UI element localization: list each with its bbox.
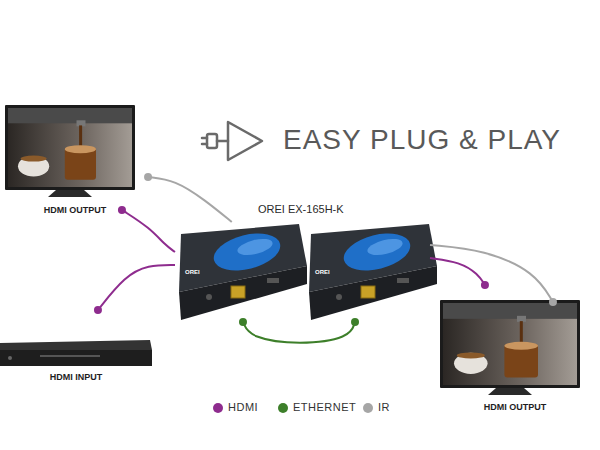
coffee-foam (65, 145, 96, 153)
cable-connector (148, 177, 232, 222)
cup-coffee (457, 352, 485, 358)
cable-end-dot (94, 306, 102, 314)
tv-screen (8, 108, 132, 187)
box-front (309, 266, 437, 320)
legend-swatch (363, 403, 373, 413)
node-art (440, 283, 585, 416)
cable-connector (98, 265, 175, 310)
cable-end-dot (481, 281, 489, 289)
cable-end-dot (144, 173, 152, 181)
plug-prong (202, 137, 207, 140)
plug-cable (217, 140, 228, 143)
plug-prong (202, 143, 207, 146)
coffee-foam (504, 342, 538, 350)
blue-badge (210, 227, 284, 276)
power-button (8, 356, 12, 360)
white-cup (454, 353, 488, 374)
tv-bezel (5, 105, 135, 190)
player-top (0, 340, 152, 350)
cable-end-dot (239, 318, 247, 326)
plug-body (207, 134, 217, 148)
tv-screen (443, 303, 577, 385)
cable-end-dot (351, 318, 359, 326)
extender-box: OREI (305, 222, 437, 322)
disc-slot (40, 355, 100, 357)
node-art (0, 103, 150, 218)
node-label: HDMI INPUT (0, 372, 152, 382)
cable-connector (430, 245, 553, 302)
machine-band (8, 108, 132, 123)
node-label: OREI (185, 269, 200, 275)
page-title: EASY PLUG & PLAY (283, 124, 561, 156)
badge-highlight (236, 236, 274, 258)
cable-connector (122, 210, 175, 252)
product-label: OREI EX-165H-K (258, 203, 344, 215)
display-screen: HDMI OUTPUT (440, 283, 585, 416)
box-front (179, 266, 307, 320)
tv-bezel (440, 300, 580, 388)
extender-box: OREI (175, 222, 307, 322)
legend-text: HDMI (228, 401, 258, 413)
blue-badge (340, 227, 414, 276)
power-jack (206, 294, 212, 300)
machine-nozzle (517, 316, 526, 322)
tv-stand (488, 388, 532, 395)
cable-connector (430, 258, 485, 285)
play-triangle (228, 122, 262, 160)
cable-connector (243, 322, 355, 343)
machine-band (443, 303, 577, 319)
plug-play-icon (202, 122, 262, 160)
white-cup (18, 156, 49, 176)
display-screen: HDMI OUTPUT (0, 103, 150, 218)
source-player: HDMI INPUT (0, 305, 155, 385)
node-label: HDMI OUTPUT (440, 402, 590, 412)
legend-text: ETHERNET (293, 401, 356, 413)
player-front (0, 350, 152, 366)
hdmi-port (267, 278, 279, 283)
ethernet-port (231, 286, 245, 298)
cable-end-dot (118, 206, 126, 214)
ethernet-port (361, 286, 375, 298)
node-label: HDMI OUTPUT (0, 205, 150, 215)
legend-text: IR (378, 401, 390, 413)
badge-highlight (366, 236, 404, 258)
node-label: OREI (315, 269, 330, 275)
cup-coffee (21, 156, 47, 162)
hdmi-port (397, 278, 409, 283)
legend-swatch (213, 403, 223, 413)
tv-stand (48, 190, 92, 197)
power-jack (336, 294, 342, 300)
legend-swatch (278, 403, 288, 413)
